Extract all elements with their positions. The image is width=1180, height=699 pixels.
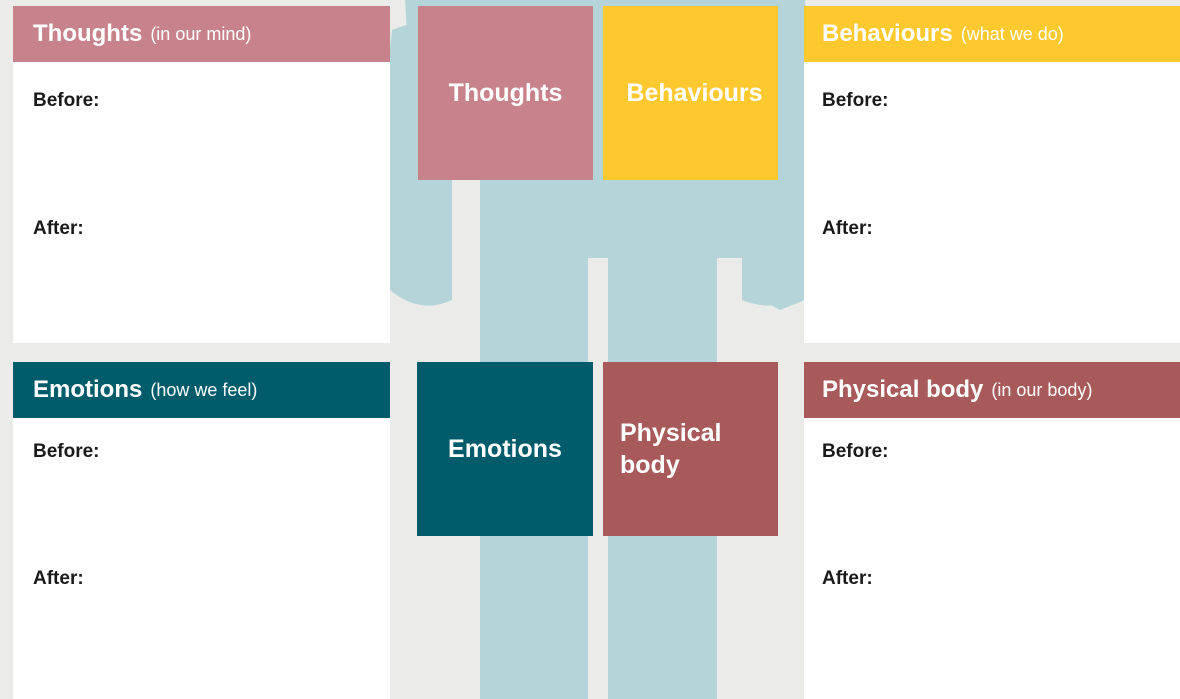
emotions-square-label: Emotions <box>448 434 562 463</box>
behaviours-panel-subtitle: (what we do) <box>960 23 1064 44</box>
physical-body-square: Physical body <box>603 362 778 536</box>
thoughts-before-label: Before: <box>33 90 100 111</box>
behaviours-square-label: Behaviours <box>626 78 763 107</box>
thoughts-panel-header: Thoughts (in our mind) <box>13 6 390 62</box>
emotions-square: Emotions <box>417 362 593 536</box>
thoughts-panel: Thoughts (in our mind) Before: After: <box>13 6 390 343</box>
physical-body-panel-header: Physical body (in our body) <box>804 362 1180 418</box>
physical-body-panel-subtitle: (in our body) <box>991 379 1093 400</box>
emotions-panel: Emotions (how we feel) Before: After: <box>13 362 390 699</box>
behaviours-panel-title: Behaviours <box>822 20 953 47</box>
behaviours-panel-header: Behaviours (what we do) <box>804 6 1180 62</box>
physical-square-label-line2: body <box>620 451 680 479</box>
behaviours-panel: Behaviours (what we do) Before: After: <box>804 6 1180 343</box>
physical-body-panel-title: Physical body <box>822 376 984 403</box>
emotions-panel-title: Emotions <box>33 376 143 403</box>
behaviours-square: Behaviours <box>603 6 778 180</box>
behaviours-after-label: After: <box>822 218 873 239</box>
thoughts-panel-title: Thoughts <box>33 20 143 47</box>
behaviours-before-label: Before: <box>822 90 889 111</box>
physical-body-panel: Physical body (in our body) Before: Afte… <box>804 362 1180 699</box>
physical-square-label-line1: Physical <box>620 418 722 447</box>
physical-after-label: After: <box>822 568 873 589</box>
physical-before-label: Before: <box>822 441 889 462</box>
thoughts-square-label: Thoughts <box>448 78 563 107</box>
thoughts-panel-subtitle: (in our mind) <box>150 23 252 44</box>
emotions-panel-header: Emotions (how we feel) <box>13 362 390 418</box>
thoughts-square: Thoughts <box>418 6 593 180</box>
emotions-before-label: Before: <box>33 441 100 462</box>
emotions-panel-subtitle: (how we feel) <box>150 379 258 400</box>
thoughts-after-label: After: <box>33 218 84 239</box>
emotions-after-label: After: <box>33 568 84 589</box>
